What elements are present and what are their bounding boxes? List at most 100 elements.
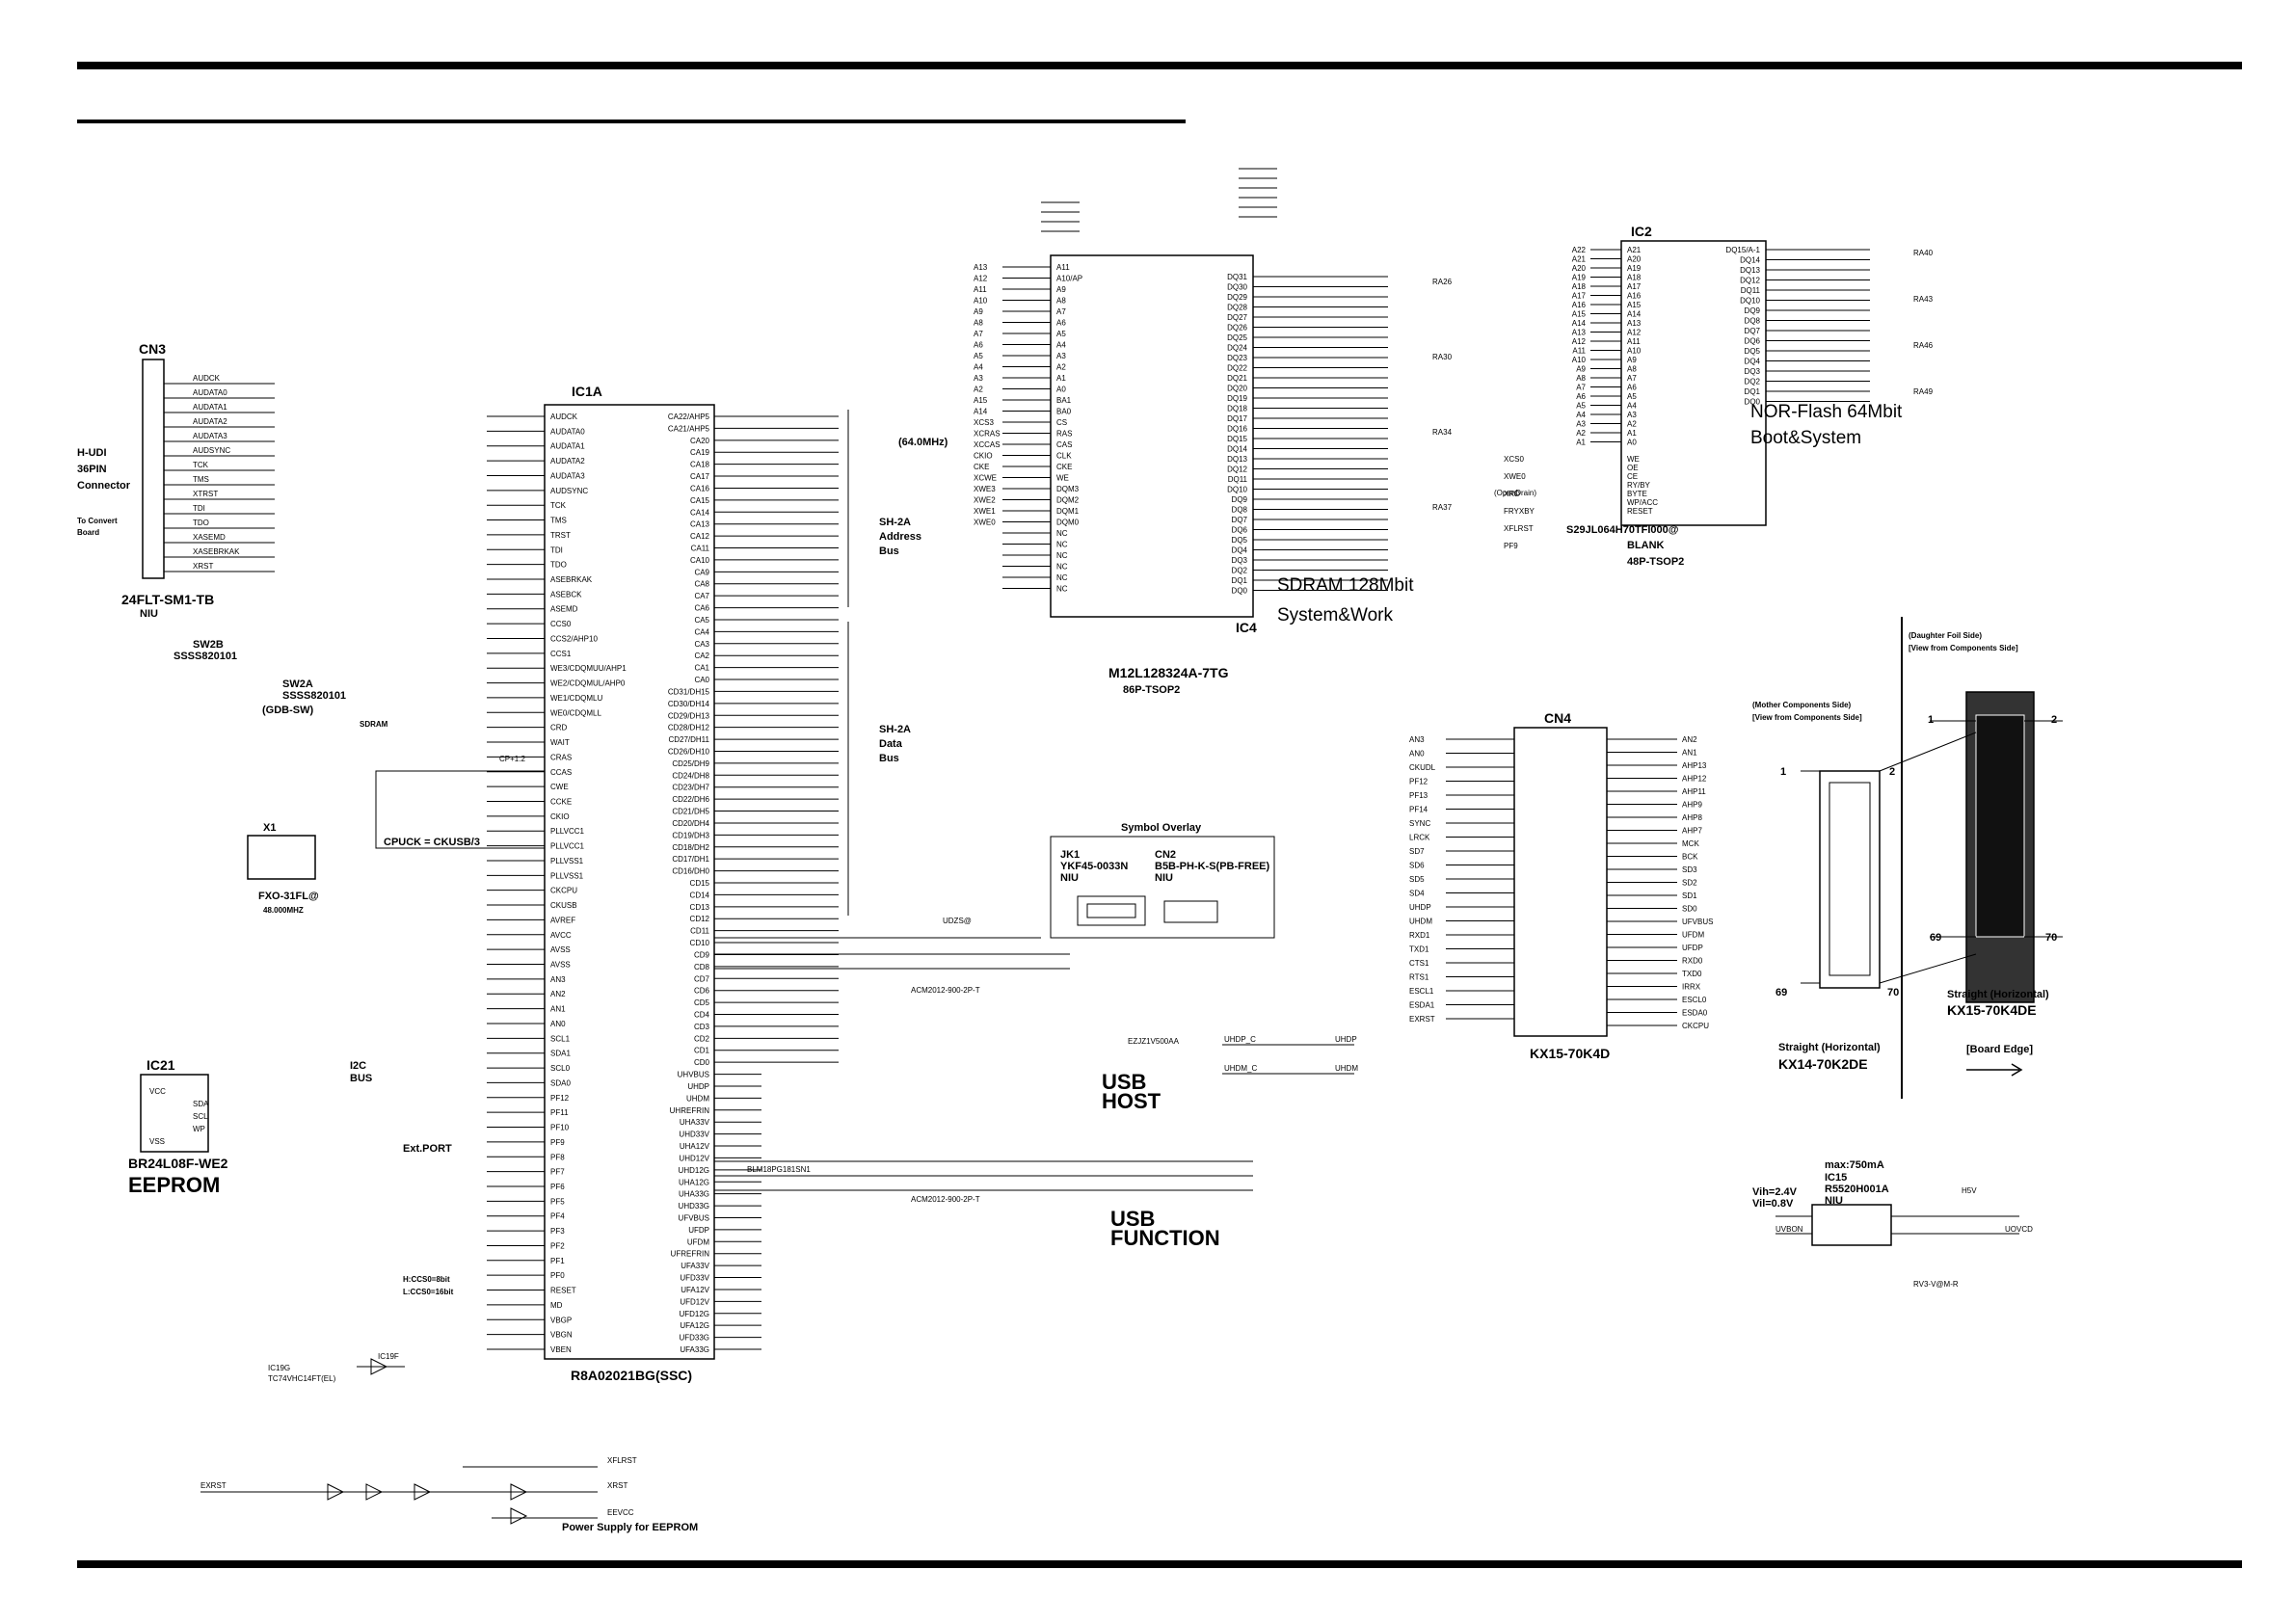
nor-addr-pin: A2 (1627, 420, 1637, 429)
ic1a-right-pin: CD21/DH5 (672, 808, 709, 816)
mother-pin-1: 1 (1780, 766, 1786, 778)
cn4-left-net: PF14 (1409, 806, 1428, 814)
cn4-right-net: MCK (1682, 839, 1699, 848)
sdram-data-pin: DQ6 (1232, 526, 1248, 535)
ic1a-left-pin: AVREF (550, 916, 575, 924)
daughter-pin-1: 1 (1928, 714, 1934, 726)
cn4-left-net: PF13 (1409, 791, 1428, 800)
nor-data-pin: DQ2 (1745, 378, 1761, 386)
sdram-net-label: CKIO (974, 452, 993, 461)
eevcc-net: EEVCC (607, 1508, 634, 1517)
ic1a-right-pin: CA9 (694, 568, 709, 576)
ic1a-left-pin: SCL0 (550, 1064, 571, 1073)
ic1a-left-pin: MD (550, 1301, 563, 1310)
sdram-addr-pin: A4 (1056, 341, 1066, 350)
sdram-clock-freq: (64.0MHz) (898, 437, 948, 448)
nor-addr-pin: A0 (1627, 439, 1637, 447)
nor-ctrl-pin: OE (1627, 464, 1639, 472)
nor-data-pin: DQ13 (1740, 266, 1760, 275)
sdram-ic4: IC4 M12L128324A-7TG 86P-TSOP2 SDRAM 128M… (898, 168, 1453, 696)
nor-part: S29JL064H70TFI000@ (1566, 524, 1679, 536)
ic1a-right-pin: UFDM (687, 1237, 709, 1246)
mother-pin-2: 2 (1889, 766, 1895, 778)
eeprom-pin: VCC (149, 1087, 166, 1096)
nor-ctrl-net: FRYXBY (1504, 507, 1535, 516)
cn4-right-net: AHP9 (1682, 801, 1702, 810)
nor-net-label: A22 (1572, 246, 1587, 254)
sdram-addr-pin: A9 (1056, 285, 1066, 294)
ic1a-right-pin: CD14 (690, 891, 710, 899)
nor-net-label: A3 (1576, 420, 1586, 429)
sdram-data-pin: DQ1 (1232, 576, 1248, 585)
cn4-right-net: CKCPU (1682, 1022, 1709, 1030)
usb-function-label-2: FUNCTION (1110, 1226, 1220, 1250)
nor-addr-pin: A12 (1627, 329, 1642, 337)
nor-package: 48P-TSOP2 (1627, 556, 1684, 568)
ic1a-right-pin: CA3 (694, 640, 709, 649)
nor-addr-pin: A6 (1627, 384, 1637, 392)
sdram-addr-pin: A3 (1056, 352, 1066, 360)
ic1a-left-pin: SDA1 (550, 1050, 571, 1058)
exrst-net: EXRST (200, 1481, 227, 1490)
cn4-right-net: TXD0 (1682, 970, 1702, 978)
nor-ctrl-pin: CE (1627, 472, 1638, 481)
nor-data-pin: DQ9 (1745, 306, 1761, 315)
ic1a-left-pin: AN0 (550, 1020, 566, 1028)
cn3-net-label: XASEMD (193, 533, 226, 542)
nor-data-pin: DQ11 (1741, 286, 1761, 295)
ic1a-left-pin: ASEBRKAK (550, 575, 593, 584)
eeprom-power-note: Power Supply for EEPROM (562, 1522, 698, 1533)
cn2-niu: NIU (1155, 872, 1173, 884)
ic1a-right-pin: CD4 (694, 1011, 710, 1020)
ic1a-left-pin: CCAS (550, 768, 572, 777)
i2c-label-1: I2C (350, 1060, 366, 1072)
nor-net-label: A21 (1572, 255, 1587, 264)
nor-addr-pin: A11 (1627, 337, 1641, 346)
sdram-data-pin: DQ13 (1227, 455, 1247, 464)
ic1a-right-pin: UHD33G (679, 1202, 709, 1211)
sdram-decoupling-caps (1041, 168, 1277, 232)
ic1a-left-pin: CKIO (550, 812, 570, 821)
ic1a-right-pin: CA7 (694, 592, 709, 600)
sdram-data-pin: DQ17 (1227, 414, 1247, 423)
nor-net-label: A2 (1576, 429, 1586, 438)
cn2-ref: CN2 (1155, 849, 1176, 861)
cn3-net-label: TMS (193, 475, 209, 484)
crystal-part: FXO-31FL@ (258, 891, 319, 902)
sdram-data-pin: DQ9 (1232, 495, 1248, 504)
ic1a-left-pin: PF11 (550, 1108, 569, 1117)
cn4-left-net: SD7 (1409, 847, 1425, 856)
ic1a-left-pin: PF0 (550, 1271, 565, 1280)
eeprom-pin: VSS (149, 1137, 165, 1146)
nor-data-pin: DQ14 (1740, 256, 1760, 265)
ic1a-left-pin: CCS2/AHP10 (550, 634, 598, 643)
ic1a-right-pin: CD7 (694, 974, 710, 983)
sdram-data-pin: DQ10 (1227, 486, 1247, 494)
cn4-right-net: AHP11 (1682, 787, 1706, 796)
sdram-net-label: A11 (974, 285, 987, 294)
ic1a-right-pin: UFA12G (680, 1321, 709, 1330)
sdram-data-pin: DQ7 (1232, 516, 1248, 524)
nor-addr-pin: A19 (1627, 264, 1642, 273)
usb-host-label-2: HOST (1102, 1089, 1161, 1113)
ic1a-left-pin: WE3/CDQMUU/AHP1 (550, 664, 627, 673)
ic1a-right-pin: UHREFRIN (670, 1106, 710, 1115)
ic1a-left-pin: CRAS (550, 753, 572, 761)
nor-addr-pin: A4 (1627, 402, 1637, 411)
nor-addr-pin: A7 (1627, 374, 1637, 383)
sdram-addr-pin: CKE (1056, 463, 1072, 471)
usb-section: Symbol Overlay JK1 YKF45-0033N NIU CN2 B… (714, 822, 1358, 1250)
ic1a-right-pin: UFD33G (679, 1334, 709, 1343)
sdram-data-pin: DQ24 (1227, 344, 1247, 353)
sdram-addr-pin: DQM0 (1056, 519, 1080, 527)
nor-net-label: A15 (1572, 310, 1587, 319)
ic1a-left-pin: PF8 (550, 1153, 565, 1161)
nor-ctrl-pin: BYTE (1627, 490, 1647, 498)
daughter-pin-70: 70 (2045, 932, 2057, 944)
jk1-part: YKF45-0033N (1060, 861, 1128, 872)
ic1a-left-pin: CRD (550, 724, 568, 732)
nor-net-label: A1 (1576, 439, 1586, 447)
ic1a-left-pin: TCK (550, 501, 567, 510)
sdram-resistor-array: RA30 (1432, 353, 1453, 361)
sdram-addr-pin: DQM1 (1056, 507, 1080, 516)
